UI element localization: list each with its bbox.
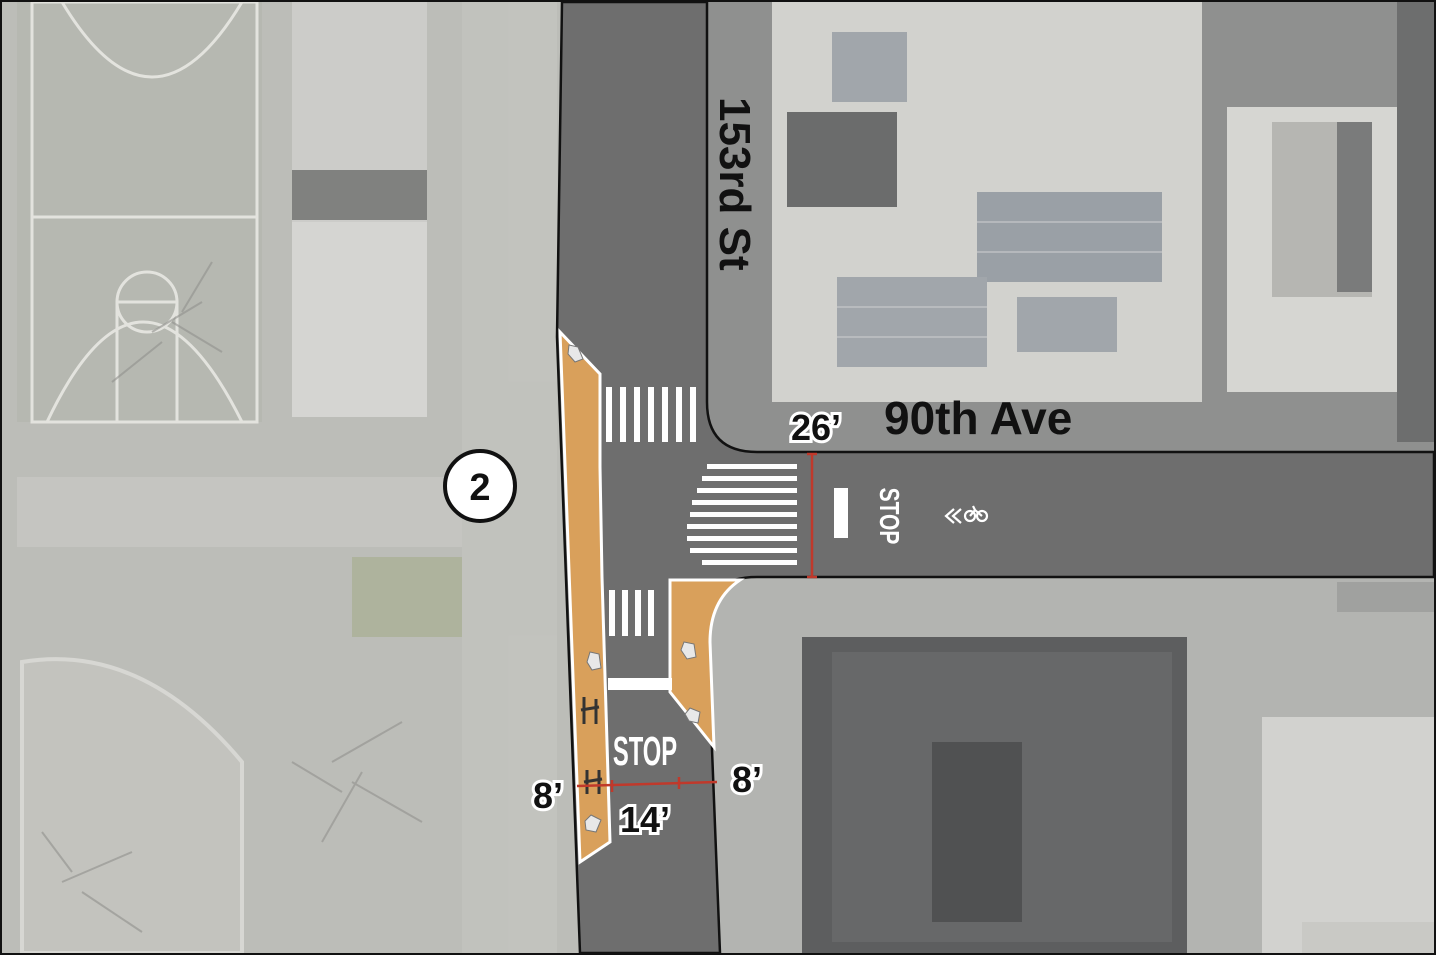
location-marker: 2 [443, 449, 517, 523]
dim-label-nb-bike-lane: 8’ [732, 759, 762, 800]
crosswalk-east [687, 464, 797, 565]
dim-label-ew-road: 26’ [791, 407, 841, 448]
crosswalk-south [609, 590, 654, 636]
park-area [17, 2, 557, 953]
building-south [707, 577, 1434, 953]
bike-lane-east [668, 578, 745, 752]
dim-label-travel-lane: 14’ [620, 799, 670, 840]
basketball-court [30, 2, 259, 424]
stop-bar-east [834, 488, 848, 538]
stop-bar-south [608, 678, 672, 690]
dimension-lines [576, 452, 817, 792]
stop-marking-south: STOP [613, 730, 677, 775]
planter [352, 557, 467, 637]
location-marker-number: 2 [469, 467, 490, 509]
amphitheater [20, 657, 244, 953]
bike-lanes [558, 328, 745, 865]
street-name-90th: 90th Ave [884, 392, 1072, 444]
stop-marking-east: STOP [873, 488, 904, 545]
bike-icon [944, 505, 989, 524]
bike-lane-west [558, 328, 612, 865]
dim-label-sb-bike-lane: 8’ [533, 775, 563, 816]
building-north [707, 2, 1434, 452]
crosswalk-north [606, 387, 696, 442]
dim-line-south [576, 780, 718, 788]
street-name-153rd: 153rd St [710, 97, 759, 271]
